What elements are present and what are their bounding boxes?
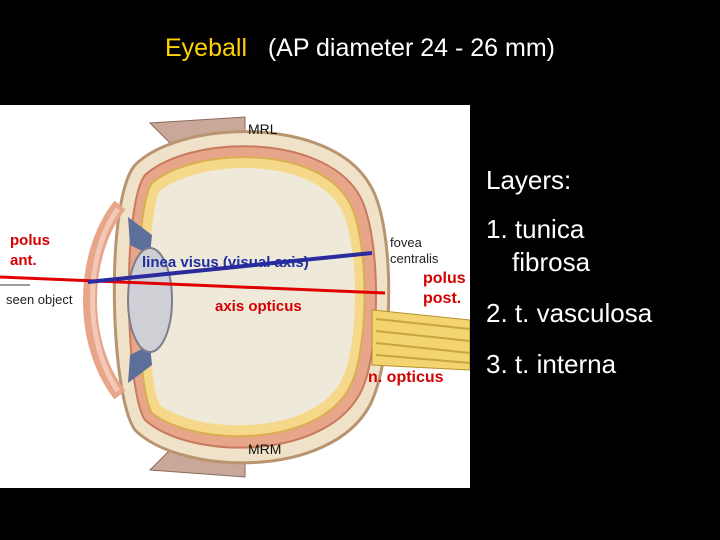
layer-item-1-line2: fibrosa [512,247,591,277]
eyeball-diagram: MRL MRM polus ant. seen object linea vis… [0,105,470,488]
layers-heading: Layers: [486,165,572,195]
label-seen-object: seen object [6,292,73,307]
label-axis-opticus: axis opticus [215,298,302,315]
title-detail: (AP diameter 24 - 26 mm) [267,34,555,62]
vitreous-body [148,168,355,426]
iris-lower [128,345,152,383]
label-mrl: MRL [248,121,278,137]
slide-title: Eyeball (AP diameter 24 - 26 mm) [0,34,720,63]
layer-item-3: 3. t. interna [486,349,617,379]
label-fovea-2: centralis [390,251,439,266]
optic-nerve [371,309,470,371]
label-mrm: MRM [248,441,282,457]
label-polus-ant-2: ant. [10,252,37,269]
axis-opticus-line [0,275,386,295]
layer-item-2: 2. t. vasculosa [486,298,653,328]
label-polus-ant-1: polus [10,232,50,249]
label-linea-visus: linea visus (visual axis) [142,254,309,271]
label-fovea-1: fovea [390,235,422,250]
label-n-opticus: n. opticus [368,369,444,386]
label-polus-post-1: polus [423,270,466,287]
linea-visus-line [87,251,373,284]
title-main: Eyeball [165,34,247,62]
iris-upper [128,217,152,255]
layer-item-1-line1: 1. tunica [486,214,585,244]
eyeball-illustration [0,116,470,478]
label-polus-post-2: post. [423,290,462,307]
